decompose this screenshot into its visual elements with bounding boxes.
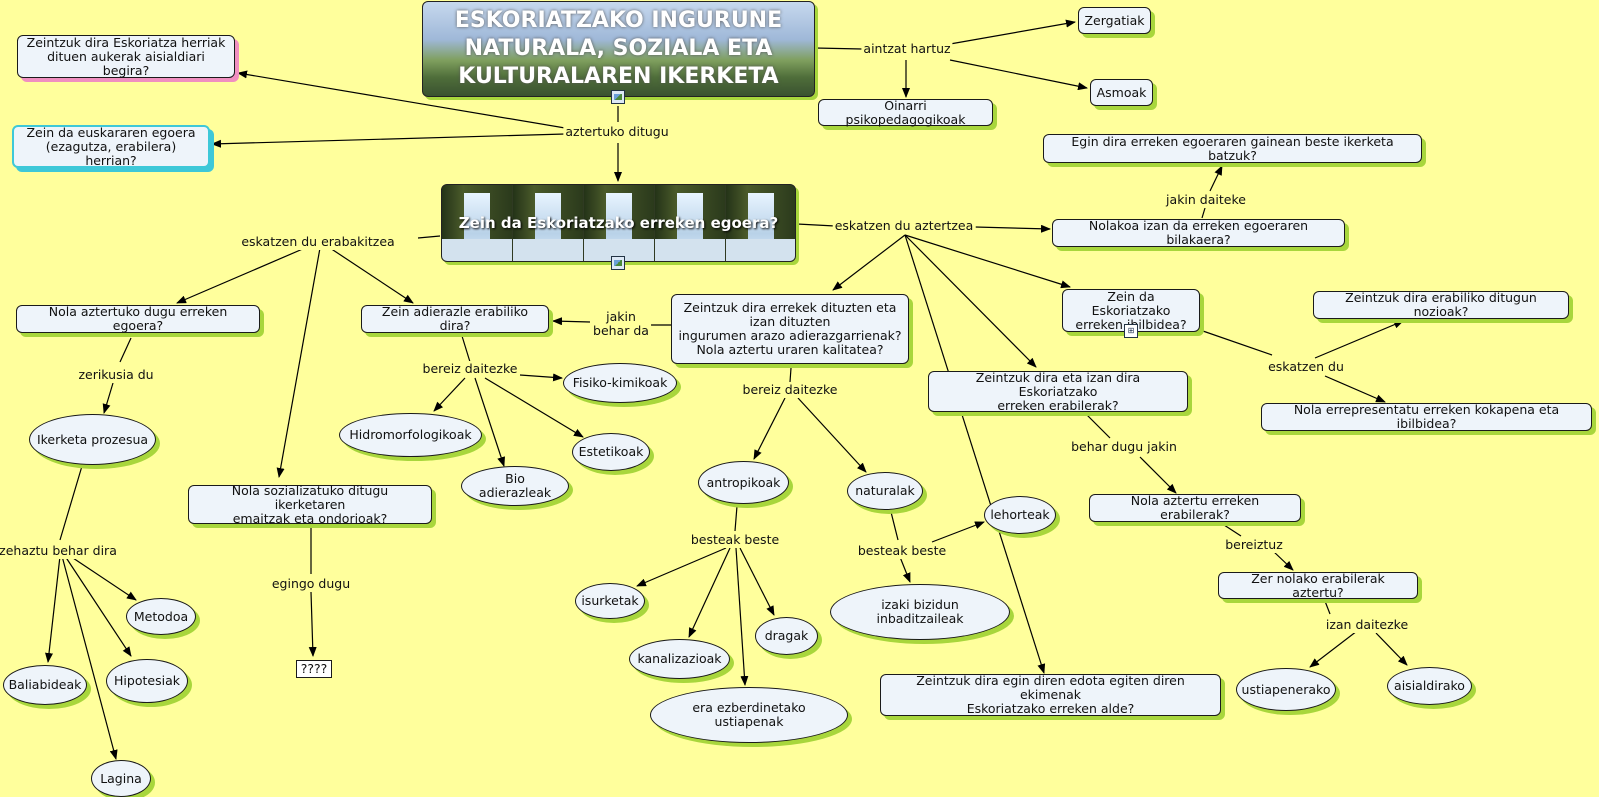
link-label-jakin-behar-da: jakin behar da	[591, 309, 651, 339]
node-hipotesiak[interactable]: Hipotesiak	[106, 659, 188, 703]
node-hidromorfologikoak[interactable]: Hidromorfologikoak	[339, 413, 482, 457]
node-naturalak[interactable]: naturalak	[847, 472, 923, 510]
node-zer-nolako[interactable]: Zer nolako erabilerak aztertu?	[1218, 571, 1418, 599]
title-text: ESKORIATZAKO INGURUNE NATURALA, SOZIALA …	[454, 8, 783, 89]
node-asmoak[interactable]: Asmoak	[1090, 79, 1153, 106]
link-label-besteak-beste: besteak beste	[688, 532, 782, 548]
node-kanalizazioak[interactable]: kanalizazioak	[629, 639, 730, 679]
node-metodoa[interactable]: Metodoa	[126, 598, 196, 635]
link-label-aintzat-hartuz: aintzat hartuz	[861, 41, 953, 57]
node-dragak[interactable]: dragak	[755, 617, 818, 655]
node-erabilerak-question[interactable]: Zeintzuk dira eta izan dira Eskoriatzako…	[928, 370, 1188, 412]
link-label-behar-dugu-jakin: behar dugu jakin	[1069, 439, 1179, 455]
main-question-text: Zein da Eskoriatzako erreken egoera?	[458, 214, 779, 232]
submap-icon[interactable]: ⊞	[1124, 324, 1138, 338]
node-ekimenak[interactable]: Zeintzuk dira egin diren edota egiten di…	[880, 674, 1221, 716]
node-euskara-question[interactable]: Zein da euskararen egoera (ezagutza, era…	[12, 125, 210, 168]
node-nola-aztertu-erabilerak[interactable]: Nola aztertu erreken erabilerak?	[1089, 494, 1301, 522]
link-label-eskatzen-du-aztertzea: eskatzen du aztertzea	[832, 218, 976, 234]
node-antropikoak[interactable]: antropikoak	[698, 461, 789, 504]
node-isurketak[interactable]: isurketak	[575, 583, 645, 619]
link-label-zerikusia-du: zerikusia du	[76, 367, 156, 383]
node-bilakaera[interactable]: Nolakoa izan da erreken egoeraren bilaka…	[1052, 219, 1345, 247]
link-label-aztertuko-ditugu: aztertuko ditugu	[563, 124, 671, 140]
link-label-eskatzen-du: eskatzen du	[1266, 359, 1346, 375]
main-question-node[interactable]: Zein da Eskoriatzako erreken egoera?	[441, 184, 796, 262]
link-label-eskatzen-du-erabakitzea: eskatzen du erabakitzea	[239, 234, 397, 250]
node-fisiko-kimikoak[interactable]: Fisiko-kimikoak	[563, 363, 677, 403]
link-label-izan-daitezke: izan daitezke	[1323, 617, 1411, 633]
node-aisialdirako[interactable]: aisialdirako	[1387, 667, 1472, 705]
image-icon[interactable]	[611, 256, 625, 270]
node-ikerketa-prozesua[interactable]: Ikerketa prozesua	[29, 414, 156, 465]
node-adierazle[interactable]: Zein adierazle erabiliko dira?	[361, 305, 549, 333]
node-sozializatu[interactable]: Nola sozializatuko ditugu ikerketaren em…	[188, 483, 432, 525]
link-label-bereiz-daitezke: bereiz daitezke	[740, 382, 840, 398]
node-aisialdi-question[interactable]: Zeintzuk dira Eskoriatza herriak dituen …	[17, 35, 235, 78]
link-label-jakin-daiteke: jakin daiteke	[1164, 192, 1248, 208]
title-node[interactable]: ESKORIATZAKO INGURUNE NATURALA, SOZIALA …	[422, 1, 815, 97]
node-zergatiak[interactable]: Zergatiak	[1078, 7, 1151, 34]
node-inbaditzaileak[interactable]: izaki bizidun inbaditzaileak	[830, 584, 1010, 640]
node-beste-ikerketa[interactable]: Egin dira erreken egoeraren gainean best…	[1043, 134, 1422, 163]
node-lagina[interactable]: Lagina	[91, 760, 151, 797]
node-ustiapenerako[interactable]: ustiapenerako	[1236, 668, 1336, 711]
link-label-bereiztuz: bereiztuz	[1223, 537, 1285, 553]
node-nola-aztertu-egoera[interactable]: Nola aztertuko dugu erreken egoera?	[16, 305, 260, 333]
node-nozioak[interactable]: Zeintzuk dira erabiliko ditugun nozioak?	[1313, 291, 1569, 319]
node-bio-adierazleak[interactable]: Bio adierazleak	[461, 466, 569, 506]
node-question-marks[interactable]: ????	[296, 660, 332, 678]
node-baliabideak[interactable]: Baliabideak	[3, 665, 87, 705]
link-label-besteak-beste: besteak beste	[855, 543, 949, 559]
link-label-egingo-dugu: egingo dugu	[269, 576, 353, 592]
link-label-bereiz-daitezke: bereiz daitezke	[420, 361, 520, 377]
node-estetikoak[interactable]: Estetikoak	[572, 433, 650, 471]
node-oinarri-psikopedagogikoak[interactable]: Oinarri psikopedagogikoak	[818, 98, 993, 126]
link-label-zehaztu-behar-dira: zehaztu behar dira	[0, 543, 119, 559]
image-icon[interactable]	[611, 90, 625, 104]
node-ingurumen-arazoak[interactable]: Zeintzuk dira errekek dituzten eta izan …	[671, 294, 909, 364]
node-ustiapenak[interactable]: era ezberdinetako ustiapenak	[650, 687, 848, 743]
node-errepresentatu[interactable]: Nola errepresentatu erreken kokapena eta…	[1261, 403, 1592, 431]
node-lehorteak[interactable]: lehorteak	[984, 496, 1056, 534]
